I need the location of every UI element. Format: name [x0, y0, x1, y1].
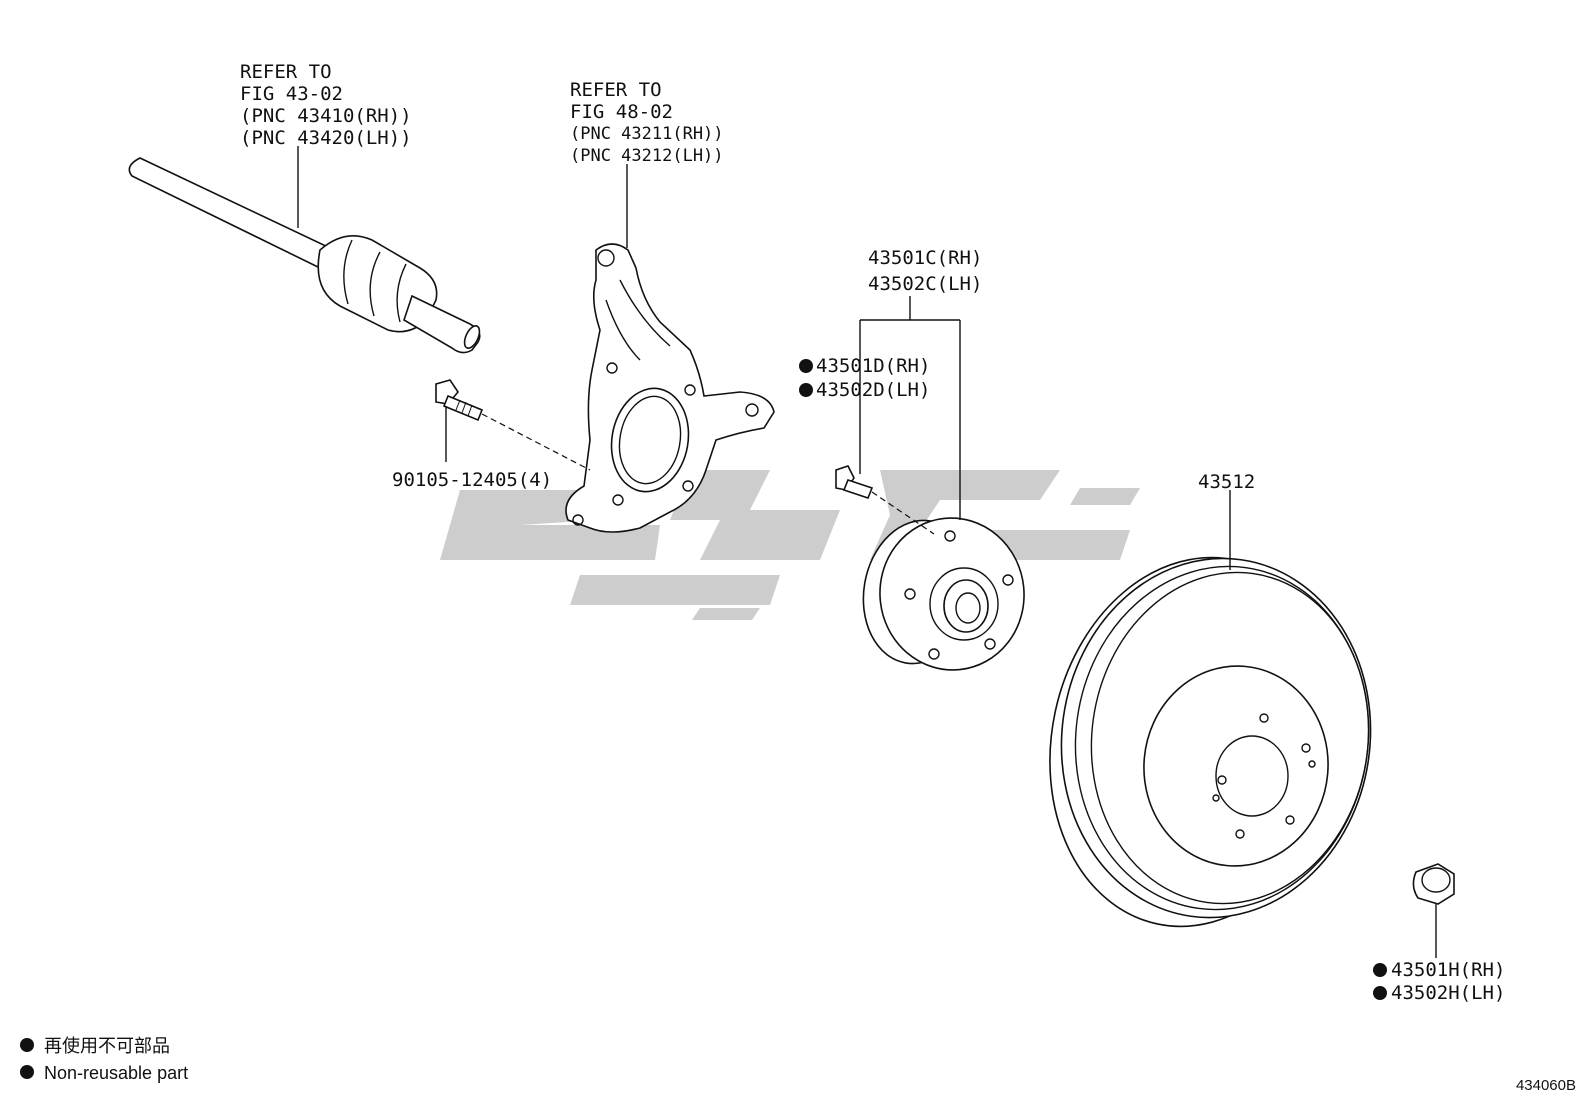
drive-shaft-ref-line3: (PNC 43410(RH)): [240, 105, 412, 127]
hub-bearing: [859, 296, 1025, 671]
hub-bolt-rh-label: 43501D(RH): [816, 355, 930, 377]
hub-nut-lh-label: 43502H(LH): [1391, 982, 1505, 1004]
hub-bolt-lh-label: 43502D(LH): [816, 379, 930, 401]
knuckle-ref-line1: REFER TO: [570, 79, 662, 101]
drive-shaft-ref-line2: FIG 43-02: [240, 83, 343, 105]
figure-code: 434060B: [1516, 1077, 1576, 1094]
hub-bolt: [835, 465, 935, 535]
brake-disc: [1049, 490, 1372, 928]
drive-shaft-ref-line4: (PNC 43420(LH)): [240, 127, 412, 149]
legend: 再使用不可部品 Non-reusable part: [20, 1036, 188, 1083]
drive-shaft-ref-line1: REFER TO: [240, 61, 332, 83]
callout-drive-shaft: REFER TO FIG 43-02 (PNC 43410(RH)) (PNC …: [240, 61, 412, 228]
steering-knuckle: [565, 243, 775, 533]
hub-bearing-rh-label: 43501C(RH): [868, 247, 982, 269]
non-reusable-marker-icon: [1373, 963, 1387, 977]
callout-hub-nut: 43501H(RH) 43502H(LH): [1373, 959, 1505, 1004]
callout-knuckle: REFER TO FIG 48-02 (PNC 43211(RH)) (PNC …: [570, 79, 724, 248]
hub-bearing-lh-label: 43502C(LH): [868, 273, 982, 295]
legend-english: Non-reusable part: [44, 1063, 188, 1083]
knuckle-ref-line4: (PNC 43212(LH)): [570, 146, 724, 166]
callout-disc: 43512: [1198, 471, 1255, 493]
non-reusable-marker-icon: [799, 383, 813, 397]
watermark-logo: [440, 470, 1140, 620]
callout-knuckle-bolt: 90105-12405(4): [392, 469, 552, 491]
knuckle-bolt-label: 90105-12405(4): [392, 469, 552, 491]
non-reusable-marker-icon: [799, 359, 813, 373]
hub-nut: [1412, 863, 1455, 958]
callout-hub-bolt: 43501D(RH) 43502D(LH): [799, 355, 930, 401]
knuckle-bolt: [435, 379, 591, 471]
drive-shaft: [128, 157, 481, 354]
knuckle-ref-line2: FIG 48-02: [570, 101, 673, 123]
non-reusable-marker-icon: [1373, 986, 1387, 1000]
hub-nut-rh-label: 43501H(RH): [1391, 959, 1505, 981]
knuckle-ref-line3: (PNC 43211(RH)): [570, 124, 724, 144]
filled-circle-icon: [20, 1038, 34, 1052]
callout-hub-bearing: 43501C(RH) 43502C(LH): [868, 247, 982, 295]
disc-label: 43512: [1198, 471, 1255, 493]
legend-japanese: 再使用不可部品: [44, 1036, 170, 1056]
filled-circle-icon: [20, 1065, 34, 1079]
